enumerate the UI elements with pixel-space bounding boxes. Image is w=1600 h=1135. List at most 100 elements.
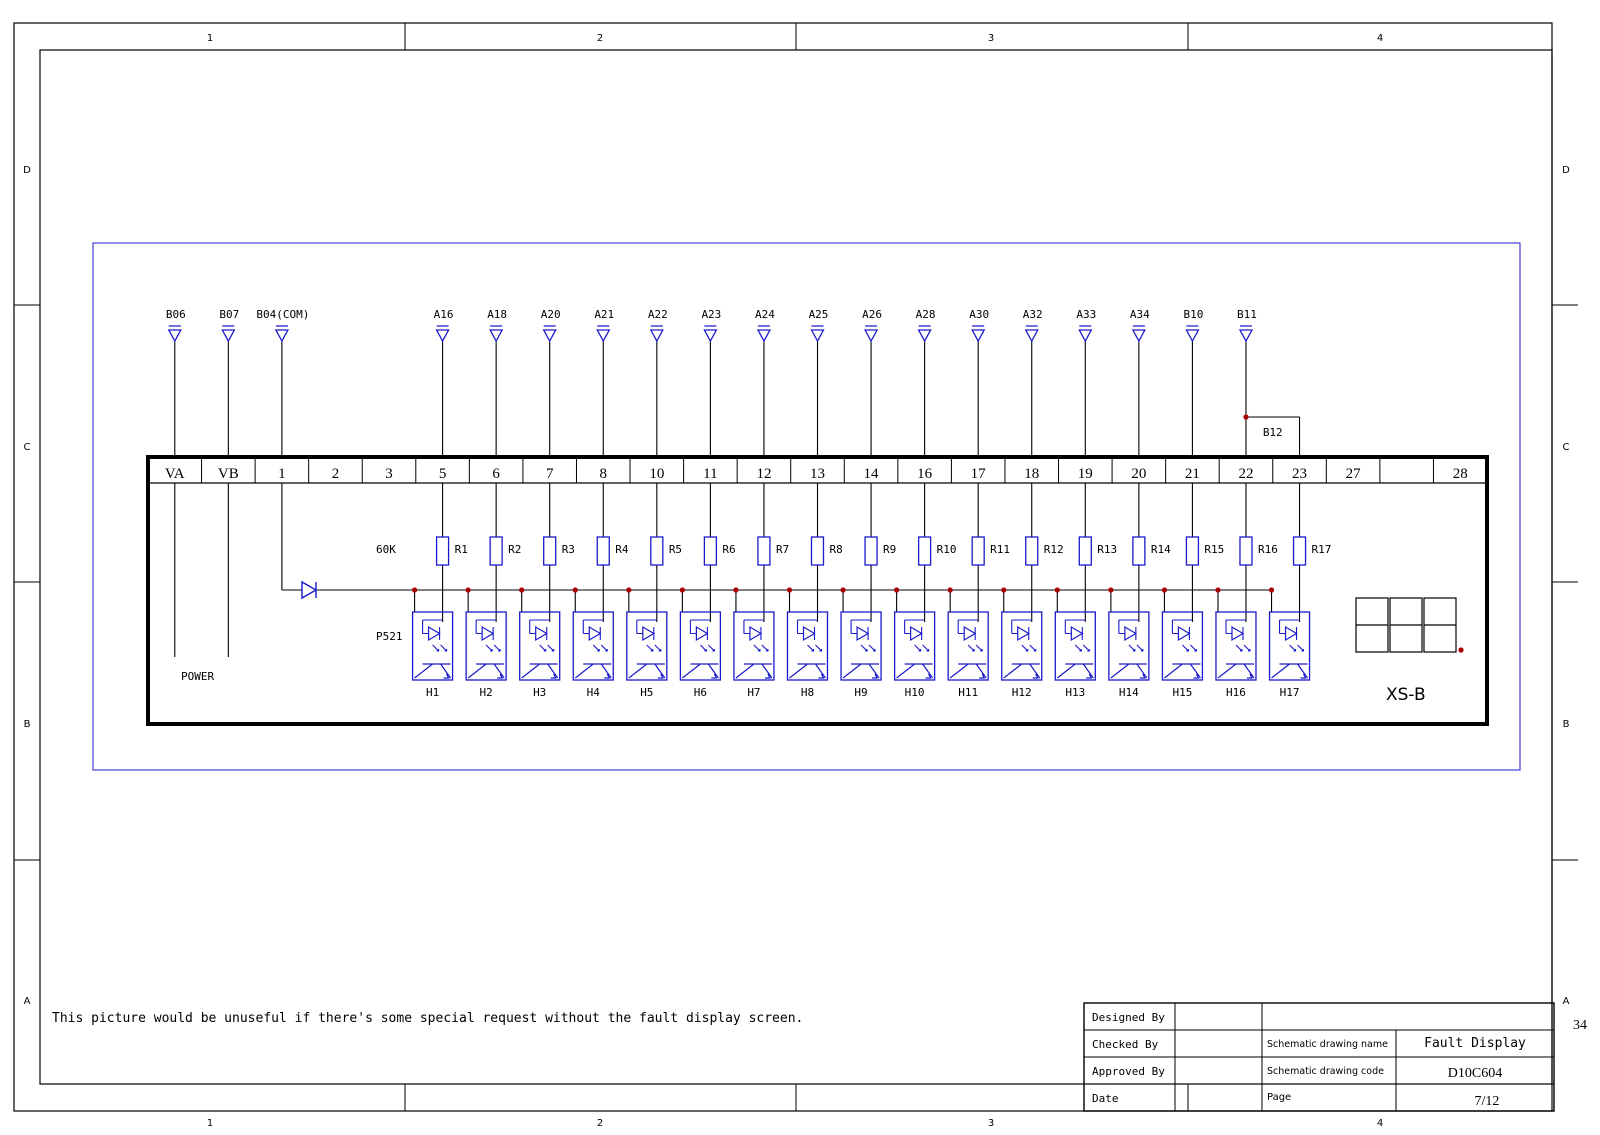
phototransistor-icon bbox=[414, 663, 452, 679]
channel-input-label: A24 bbox=[755, 308, 775, 321]
channel-input-label: B11 bbox=[1237, 308, 1257, 321]
light-rays-icon bbox=[1021, 644, 1037, 652]
optocoupler-icon bbox=[1268, 611, 1311, 681]
led-triangle bbox=[963, 625, 977, 642]
designed-by-label: Designed By bbox=[1092, 1011, 1165, 1024]
drawing-code-label: Schematic drawing code bbox=[1267, 1066, 1384, 1077]
light-rays-icon bbox=[1182, 644, 1197, 652]
resistor-label: R9 bbox=[883, 543, 896, 556]
common-input-label: B04(COM) bbox=[256, 308, 309, 321]
phototransistor-icon bbox=[467, 663, 505, 679]
led-leads bbox=[636, 619, 657, 640]
resistor-icon bbox=[1239, 536, 1253, 566]
channel-input-label: A34 bbox=[1130, 308, 1150, 321]
inner-frame bbox=[39, 49, 1553, 1085]
led-leads bbox=[1064, 619, 1086, 640]
led-label: H12 bbox=[1012, 686, 1032, 699]
phototransistor-icon bbox=[628, 663, 666, 679]
date-label: Date bbox=[1092, 1092, 1119, 1105]
input-arrow-icon bbox=[917, 325, 932, 343]
resistor-label: R13 bbox=[1097, 543, 1117, 556]
led-triangle bbox=[1231, 625, 1245, 642]
led-triangle bbox=[1124, 625, 1138, 642]
led-triangle bbox=[535, 625, 548, 642]
channel-input-label: B10 bbox=[1183, 308, 1203, 321]
zone-col-label-bottom: 3 bbox=[988, 1118, 994, 1129]
led-triangle bbox=[1070, 625, 1084, 642]
input-arrow-icon bbox=[810, 325, 825, 343]
light-rays-icon bbox=[967, 644, 983, 652]
connector-pin-label: 17 bbox=[971, 466, 987, 482]
led-leads bbox=[689, 619, 711, 640]
led-label: H13 bbox=[1065, 686, 1085, 699]
phototransistor-icon bbox=[521, 663, 559, 679]
connector-body bbox=[146, 455, 1489, 726]
page-value: 7/12 bbox=[1475, 1094, 1500, 1109]
resistor-label: R7 bbox=[776, 543, 789, 556]
checked-by-label: Checked By bbox=[1092, 1038, 1159, 1051]
led-label: H17 bbox=[1280, 686, 1300, 699]
led-leads bbox=[1011, 619, 1032, 640]
diagram-area-border bbox=[92, 242, 1521, 771]
connector-pin-label: 19 bbox=[1078, 466, 1093, 482]
zone-row-label-right: C bbox=[1563, 442, 1570, 453]
junction-dot bbox=[1001, 587, 1007, 593]
connector-pin-label: 22 bbox=[1238, 466, 1253, 482]
optocoupler-icon bbox=[893, 611, 936, 681]
optocoupler-icon bbox=[1054, 611, 1096, 681]
light-rays-icon bbox=[432, 644, 448, 652]
resistor-icon bbox=[864, 536, 878, 566]
phototransistor-icon bbox=[1217, 663, 1255, 679]
light-rays-icon bbox=[592, 644, 608, 652]
resistor-label: R12 bbox=[1044, 543, 1064, 556]
led-triangle bbox=[802, 625, 816, 642]
bridge-label: B12 bbox=[1263, 426, 1283, 439]
optocoupler-icon bbox=[1001, 611, 1043, 681]
junction-dot bbox=[465, 587, 471, 593]
input-arrow-icon bbox=[971, 325, 986, 343]
phototransistor-icon bbox=[574, 663, 612, 679]
input-arrow-icon bbox=[703, 325, 718, 343]
junction-dot bbox=[786, 587, 793, 593]
resistor-icon bbox=[810, 536, 825, 566]
phototransistor-icon bbox=[1271, 663, 1309, 679]
input-arrow-icon bbox=[542, 325, 557, 343]
light-rays-icon bbox=[753, 644, 769, 652]
connector-pin-label: VB bbox=[218, 466, 239, 482]
input-arrow-icon bbox=[756, 325, 772, 343]
power-label: POWER bbox=[181, 670, 214, 683]
channel-input-label: A33 bbox=[1076, 308, 1096, 321]
connector-pin-label: 20 bbox=[1131, 466, 1146, 482]
resistor-label: R15 bbox=[1204, 543, 1224, 556]
connector-pin-label: 13 bbox=[810, 466, 825, 482]
phototransistor-icon bbox=[735, 663, 773, 679]
phototransistor-icon bbox=[682, 663, 719, 679]
resistor-icon bbox=[971, 536, 985, 566]
light-rays-icon bbox=[914, 644, 930, 652]
led-label: H5 bbox=[640, 686, 653, 699]
input-arrow-icon bbox=[1024, 325, 1039, 343]
diode-icon bbox=[301, 580, 318, 600]
junction-dot bbox=[1268, 587, 1275, 593]
resistor-label: R8 bbox=[830, 543, 843, 556]
light-rays-icon bbox=[485, 644, 501, 652]
connector-pin-label: 16 bbox=[917, 466, 933, 482]
connector-pin-label: 28 bbox=[1453, 466, 1468, 482]
light-rays-icon bbox=[646, 644, 662, 652]
resistor-label: R14 bbox=[1151, 543, 1171, 556]
channel-input-label: A26 bbox=[862, 308, 882, 321]
channel-input-label: A16 bbox=[434, 308, 454, 321]
input-arrow-icon bbox=[274, 325, 289, 343]
sheet-number: 34 bbox=[1573, 1018, 1587, 1033]
led-triangle bbox=[695, 625, 709, 642]
resistor-label: R10 bbox=[937, 543, 957, 556]
resistor-icon bbox=[543, 536, 557, 566]
board-label: XS-B bbox=[1386, 685, 1426, 705]
led-label: H3 bbox=[533, 686, 546, 699]
channel-input-label: A23 bbox=[701, 308, 721, 321]
optocoupler-icon bbox=[519, 611, 561, 681]
connector-pin-label: 23 bbox=[1292, 466, 1307, 482]
connector-pin-label: 21 bbox=[1185, 466, 1200, 482]
